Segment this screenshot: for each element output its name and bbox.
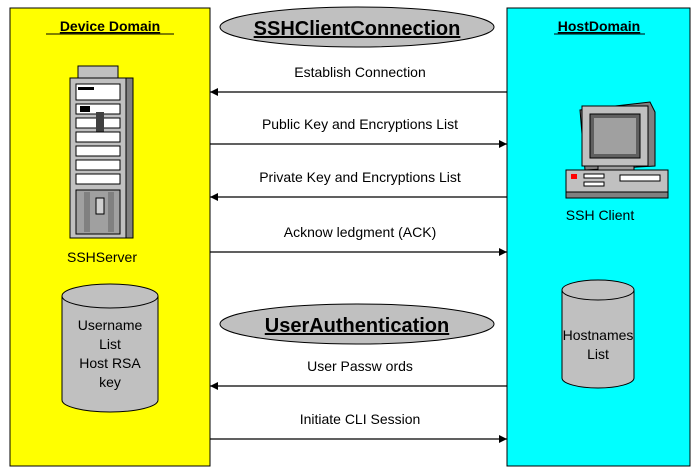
message-private-key-list: Private Key and Encryptions List: [210, 169, 507, 201]
phase-user-authentication: UserAuthentication: [219, 303, 495, 345]
message-initiate-cli-session: Initiate CLI Session: [210, 411, 507, 443]
device-db-line-2: List: [99, 336, 121, 352]
message-user-passwords: User Passw ords: [210, 358, 507, 390]
ssh-client-label: SSH Client: [566, 207, 635, 223]
phase-title: SSHClientConnection: [254, 18, 461, 40]
device-db-line-3: Host RSA: [79, 355, 141, 371]
message-label: Acknow ledgment (ACK): [284, 224, 437, 240]
host-domain-title: HostDomain: [558, 18, 640, 34]
database-cylinder-icon: [561, 279, 635, 389]
host-db-line-1: Hostnames: [563, 327, 634, 343]
message-establish-connection: Establish Connection: [210, 64, 507, 96]
host-db-line-2: List: [587, 346, 609, 362]
message-label: Public Key and Encryptions List: [262, 116, 458, 132]
phase-ssh-client-connection: SSHClientConnection: [219, 6, 495, 48]
message-label: Initiate CLI Session: [300, 411, 421, 427]
phase-title: UserAuthentication: [265, 315, 449, 337]
desktop-computer-icon: [565, 101, 669, 199]
device-db-line-4: key: [99, 374, 121, 390]
ssh-server-label: SSHServer: [67, 249, 137, 265]
server-tower-icon: [69, 65, 134, 239]
host-domain-panel: [506, 7, 691, 467]
device-domain-title: Device Domain: [60, 18, 160, 34]
message-label: Establish Connection: [294, 64, 426, 80]
message-label: User Passw ords: [307, 358, 413, 374]
device-db-line-1: Username: [78, 317, 143, 333]
database-cylinder-icon: [61, 283, 159, 413]
message-label: Private Key and Encryptions List: [259, 169, 461, 185]
message-public-key-list: Public Key and Encryptions List: [210, 116, 507, 148]
message-acknowledgment: Acknow ledgment (ACK): [210, 224, 507, 256]
